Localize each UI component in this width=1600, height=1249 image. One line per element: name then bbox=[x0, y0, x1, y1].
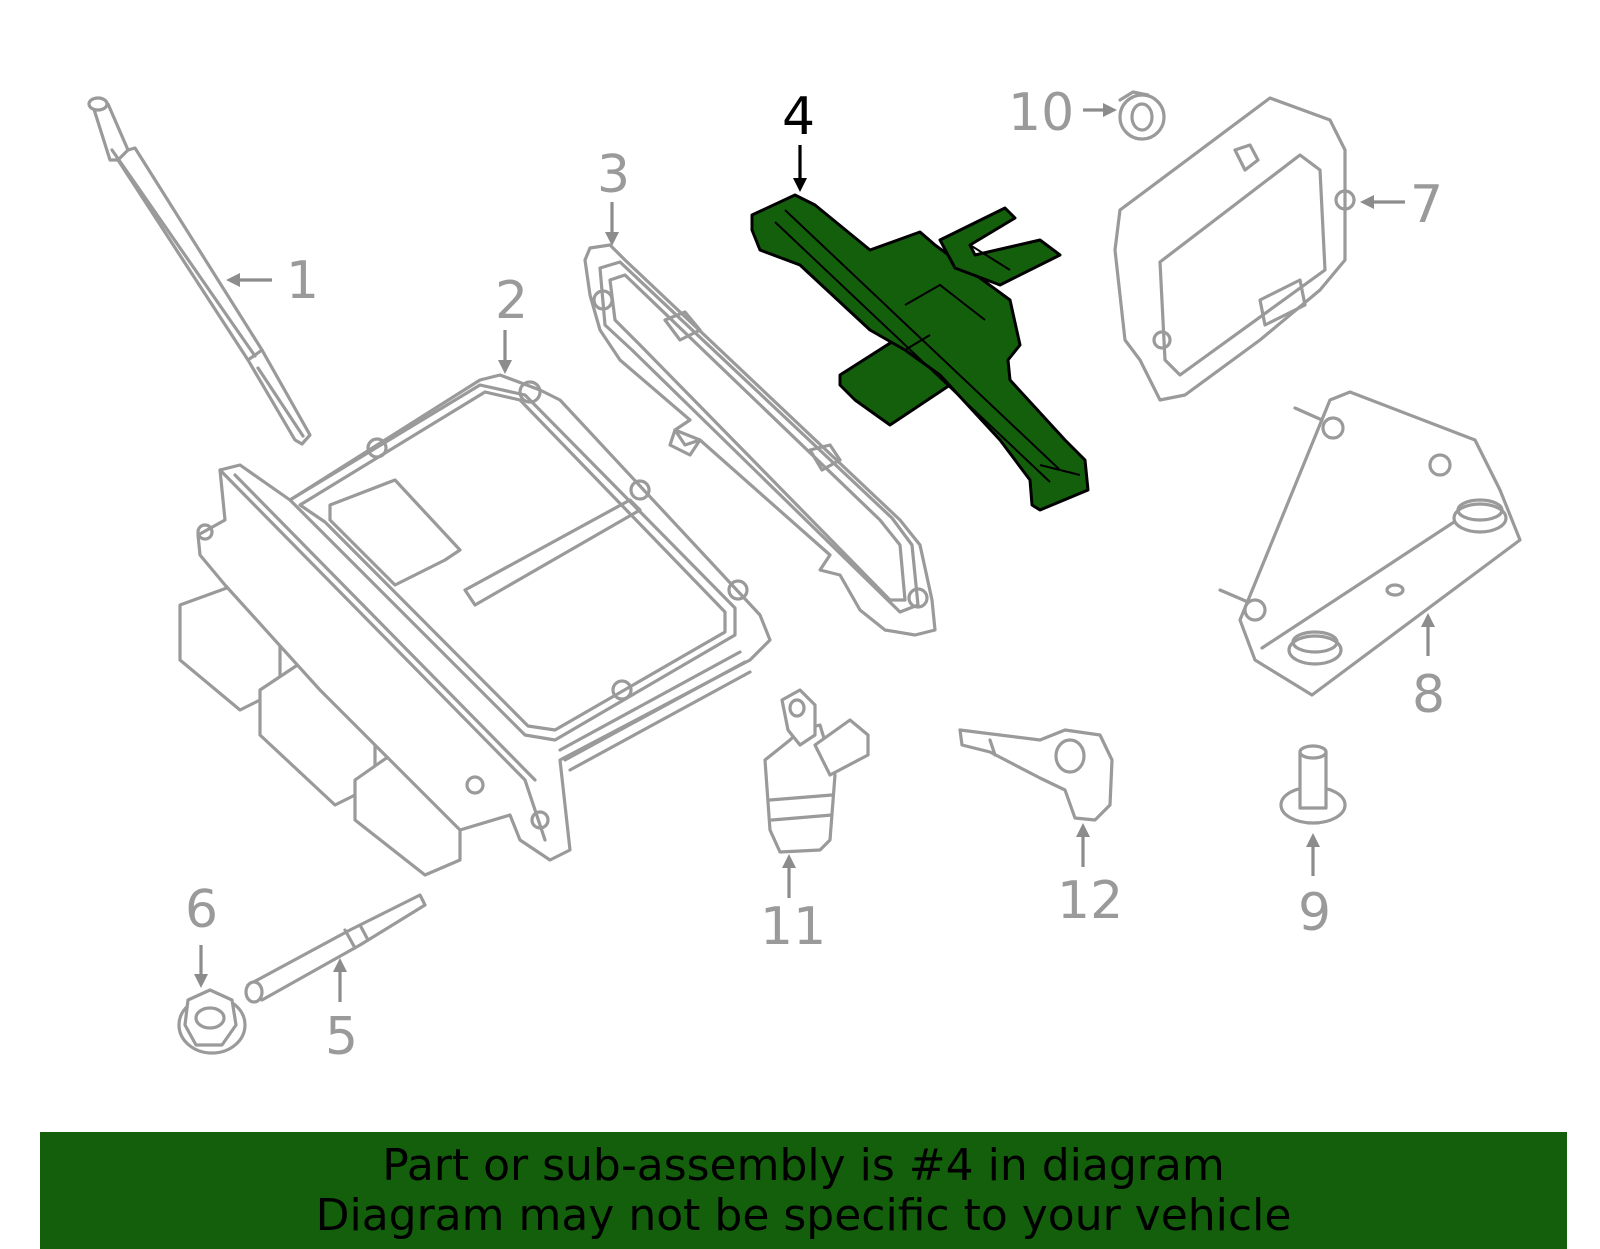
part-7-module[interactable] bbox=[1113, 96, 1356, 402]
part-8-plate-bracket[interactable] bbox=[1218, 390, 1522, 697]
callout-2: 2 bbox=[495, 271, 528, 331]
part-5-pin[interactable] bbox=[244, 893, 427, 1004]
part-12-sensor[interactable] bbox=[958, 728, 1114, 822]
callout-6: 6 bbox=[185, 880, 218, 940]
callout-12: 12 bbox=[1057, 871, 1123, 931]
callout-3: 3 bbox=[597, 145, 630, 205]
callout-11: 11 bbox=[760, 897, 826, 957]
part-4-bracket[interactable] bbox=[750, 193, 1090, 512]
part-1-stud[interactable] bbox=[87, 96, 312, 446]
callout-10: 10 bbox=[1008, 83, 1074, 143]
callout-4: 4 bbox=[782, 87, 815, 147]
callout-5: 5 bbox=[325, 1007, 358, 1067]
callout-7: 7 bbox=[1410, 175, 1443, 235]
banner-line-1: Part or sub-assembly is #4 in diagram bbox=[382, 1139, 1225, 1191]
info-banner: Part or sub-assembly is #4 in diagram Di… bbox=[40, 1132, 1567, 1249]
leader-arrows bbox=[194, 103, 1435, 1002]
part-10-grommet[interactable] bbox=[1118, 90, 1166, 141]
part-2-ecu-module[interactable] bbox=[178, 373, 772, 877]
parts-diagram: 1 2 3 4 5 6 7 8 9 10 11 12 bbox=[87, 83, 1522, 1067]
callout-1: 1 bbox=[286, 251, 319, 311]
callout-8: 8 bbox=[1412, 665, 1445, 725]
part-6-nut[interactable] bbox=[177, 988, 247, 1055]
banner-line-2: Diagram may not be specific to your vehi… bbox=[315, 1189, 1292, 1241]
part-3-gasket[interactable] bbox=[583, 243, 937, 637]
part-11-sensor[interactable] bbox=[763, 688, 870, 854]
callout-9: 9 bbox=[1298, 883, 1331, 943]
part-9-bolt[interactable] bbox=[1279, 744, 1347, 825]
